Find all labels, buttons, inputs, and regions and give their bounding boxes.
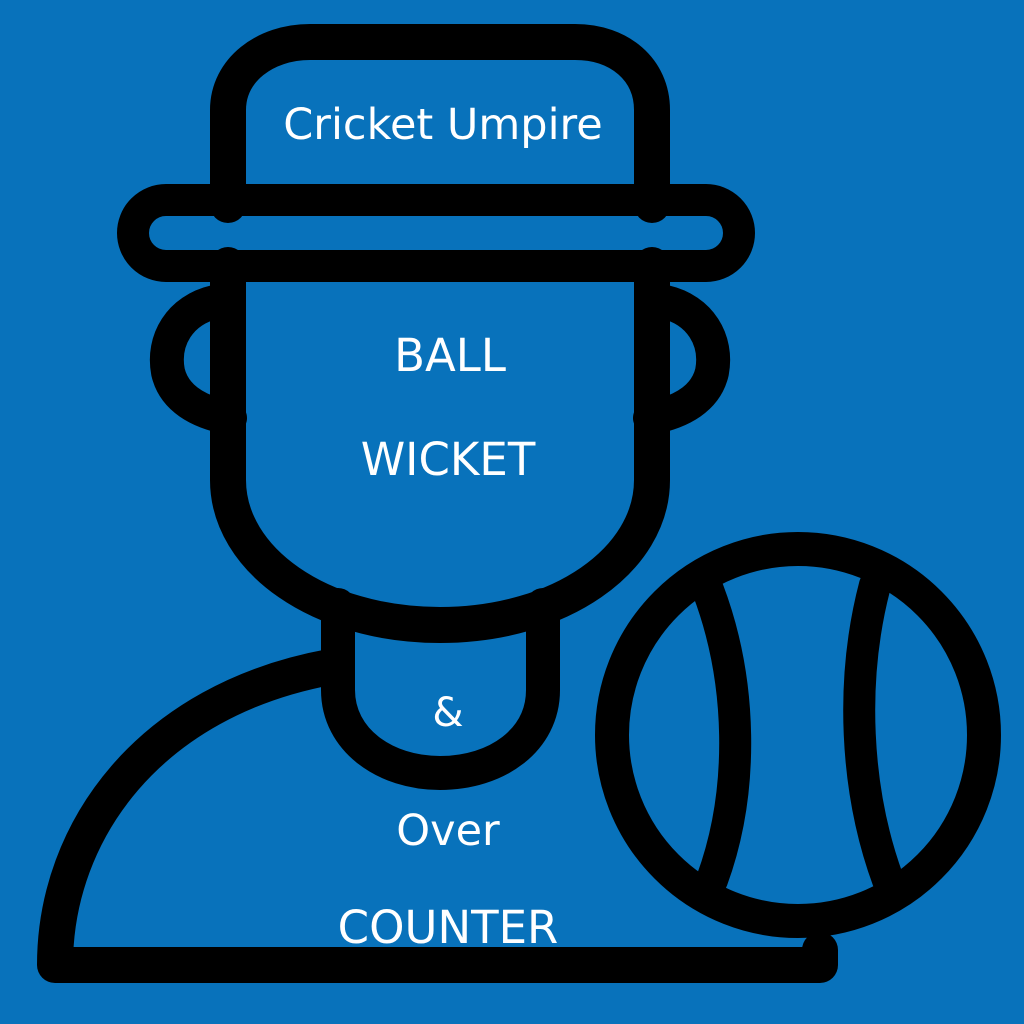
text-ball: BALL [394, 329, 506, 382]
text-ampersand: & [432, 690, 464, 736]
ball-outline [595, 532, 1001, 938]
cricket-ball-icon [595, 532, 1001, 938]
text-wicket: WICKET [360, 433, 536, 486]
hat-crown [210, 24, 670, 223]
app-title: Cricket Umpire [283, 100, 603, 150]
right-ear [633, 285, 731, 435]
umpire-icon [37, 24, 838, 983]
ball-seam-right [843, 569, 904, 896]
left-ear [149, 285, 247, 435]
ball-seam-left [692, 574, 752, 896]
face-outline [210, 247, 670, 643]
body-outline [37, 649, 838, 983]
text-over: Over [396, 806, 500, 856]
text-counter: COUNTER [337, 901, 559, 954]
neck-outline [321, 588, 560, 790]
hat-icon [117, 184, 755, 282]
